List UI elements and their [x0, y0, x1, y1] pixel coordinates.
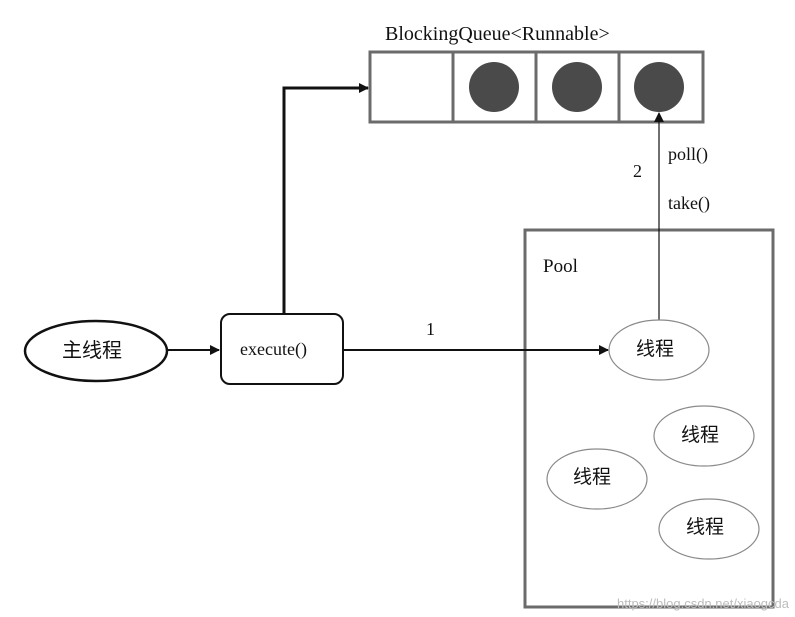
- thread-label-2: 线程: [681, 424, 720, 446]
- thread-label-1: 线程: [636, 338, 675, 360]
- thread-node-2: [653, 405, 755, 467]
- queue-task-1: [469, 62, 519, 112]
- thread-node-3: [546, 448, 648, 510]
- step-1-label: 1: [426, 319, 435, 339]
- queue-title: BlockingQueue<Runnable>: [385, 23, 610, 45]
- queue-task-3: [634, 62, 684, 112]
- thread-node-4: [658, 498, 760, 560]
- blocking-queue: [368, 50, 705, 124]
- execute-node: [220, 313, 344, 385]
- main-thread-node: [23, 319, 169, 383]
- pool-label: Pool: [543, 256, 578, 277]
- take-method-label: take(): [668, 193, 710, 213]
- step-2-label: 2: [633, 161, 642, 181]
- execute-label: execute(): [240, 339, 307, 359]
- arrow-execute-to-queue: [282, 83, 369, 313]
- watermark: https://blog.csdn.net/xiaogcda: [616, 596, 789, 611]
- thread-label-4: 线程: [686, 516, 725, 538]
- thread-label-3: 线程: [573, 466, 612, 488]
- thread-node-1: [608, 319, 710, 381]
- queue-task-2: [552, 62, 602, 112]
- main-thread-label: 主线程: [62, 338, 122, 362]
- poll-method-label: poll(): [668, 144, 708, 164]
